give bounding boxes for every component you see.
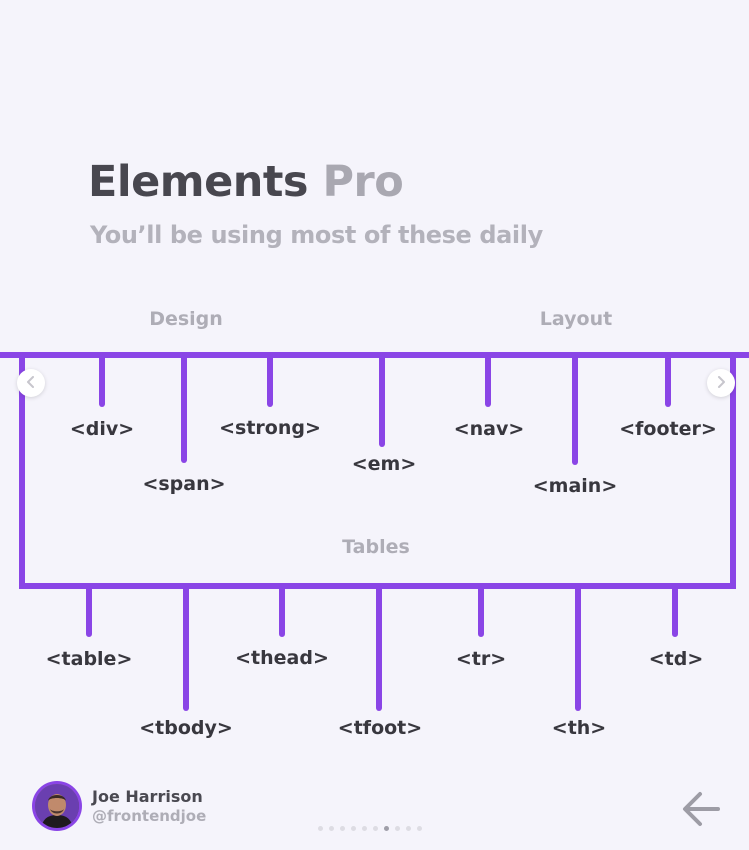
tag-table: <table> bbox=[45, 648, 133, 670]
page-subtitle: You’ll be using most of these daily bbox=[90, 221, 543, 249]
author-card[interactable]: Joe Harrison @frontendjoe bbox=[32, 781, 206, 831]
pagination-dot[interactable] bbox=[373, 826, 378, 831]
pagination-dot[interactable] bbox=[351, 826, 356, 831]
tag-strong: <strong> bbox=[219, 417, 321, 439]
pagination-dot[interactable] bbox=[406, 826, 411, 831]
tag-main: <main> bbox=[532, 475, 618, 497]
author-text: Joe Harrison @frontendjoe bbox=[92, 787, 206, 826]
pagination-dot[interactable] bbox=[318, 826, 323, 831]
pagination-dot[interactable] bbox=[417, 826, 422, 831]
arrow-left-icon bbox=[680, 792, 722, 832]
author-name: Joe Harrison bbox=[92, 786, 203, 806]
section-label-tables: Tables bbox=[342, 536, 410, 558]
pagination-dot[interactable] bbox=[384, 826, 389, 831]
tag-tbody: <tbody> bbox=[139, 717, 233, 739]
back-button[interactable] bbox=[680, 790, 722, 832]
pagination-dot[interactable] bbox=[395, 826, 400, 831]
avatar[interactable] bbox=[32, 781, 82, 831]
tag-tfoot: <tfoot> bbox=[337, 717, 423, 739]
tag-td: <td> bbox=[648, 648, 704, 670]
pagination-dot[interactable] bbox=[329, 826, 334, 831]
tag-thead: <thead> bbox=[235, 647, 329, 669]
avatar-photo bbox=[35, 784, 79, 828]
tag-em: <em> bbox=[351, 453, 417, 475]
next-slide-button[interactable] bbox=[707, 369, 735, 397]
pagination-dot[interactable] bbox=[340, 826, 345, 831]
tag-tr: <tr> bbox=[455, 648, 507, 670]
title-main: Elements bbox=[88, 157, 309, 207]
author-handle[interactable]: @frontendjoe bbox=[92, 806, 207, 825]
tag-footer: <footer> bbox=[619, 418, 717, 440]
chevron-right-icon bbox=[716, 375, 726, 391]
title-accent: Pro bbox=[322, 157, 404, 207]
tag-div: <div> bbox=[69, 418, 135, 440]
tag-span: <span> bbox=[142, 473, 226, 495]
chevron-left-icon bbox=[26, 375, 36, 391]
tag-nav: <nav> bbox=[453, 418, 525, 440]
prev-slide-button[interactable] bbox=[17, 369, 45, 397]
section-label-layout: Layout bbox=[539, 308, 613, 330]
tag-th: <th> bbox=[551, 717, 607, 739]
carousel-pagination bbox=[318, 826, 422, 831]
pagination-dot[interactable] bbox=[362, 826, 367, 831]
section-label-design: Design bbox=[149, 308, 223, 330]
page-title: Elements Pro bbox=[88, 156, 404, 208]
